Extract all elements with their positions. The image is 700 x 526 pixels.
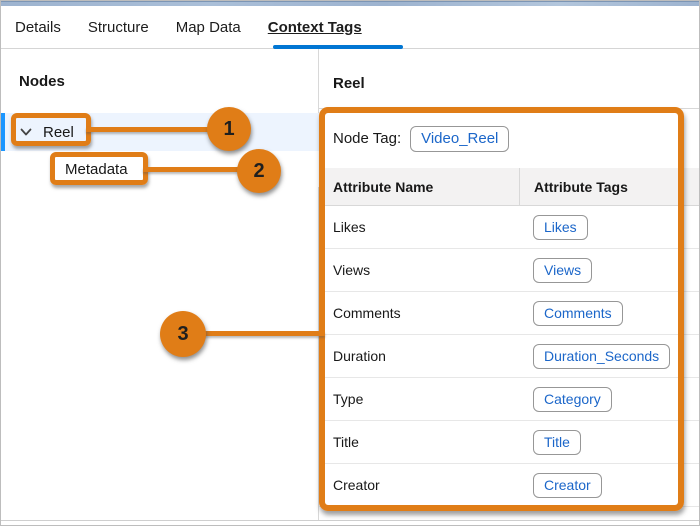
attribute-name-cell: Views [333,262,371,278]
attribute-tag-pill[interactable]: Comments [533,300,623,326]
tree-node-reel[interactable]: Reel [1,113,319,151]
tab-context-tags[interactable]: Context Tags [267,18,362,36]
tab-bar: Details Structure Map Data Context Tags [1,6,699,49]
attribute-name-cell: Comments [333,305,401,321]
attribute-name-cell: Duration [333,348,386,364]
table-row: Creator Creator [319,464,699,507]
attribute-name-cell: Creator [333,477,380,493]
tab-structure[interactable]: Structure [87,18,149,36]
column-header-attribute-name: Attribute Name [333,178,434,195]
selected-row-indicator [1,113,5,151]
table-row: Views Views [319,249,699,292]
tab-map-data[interactable]: Map Data [175,18,241,36]
node-detail-title: Reel [333,75,365,92]
chevron-down-icon[interactable] [19,125,33,139]
node-detail-panel: Reel Node Tag: Video_Reel Attribute Name… [319,49,699,520]
column-header-attribute-tags: Attribute Tags [519,168,699,205]
nodes-panel-title: Nodes [19,73,65,90]
table-row: Title Title [319,421,699,464]
attribute-tag-pill[interactable]: Duration_Seconds [533,343,671,369]
attribute-tag-pill[interactable]: Title [533,429,581,455]
tree-node-metadata[interactable]: Metadata [1,151,319,187]
node-tag-row: Node Tag: Video_Reel [319,109,699,168]
table-row: Likes Likes [319,206,699,249]
attribute-tag-pill[interactable]: Likes [533,214,588,240]
table-header-row: Attribute Name Attribute Tags [319,168,699,206]
table-row: Comments Comments [319,292,699,335]
attribute-name-cell: Type [333,391,364,407]
table-row: Type Category [319,378,699,421]
tab-details[interactable]: Details [15,18,61,36]
tree-node-label: Metadata [65,160,128,178]
table-row: Duration Duration_Seconds [319,335,699,378]
node-tag-pill[interactable]: Video_Reel [410,125,510,152]
content-area: Nodes Reel Metadata Reel Node Tag: Video… [1,49,699,521]
node-tag-label: Node Tag: [333,130,402,147]
attribute-tag-pill[interactable]: Creator [533,472,602,498]
attribute-name-cell: Likes [333,219,366,235]
tree-node-label: Reel [43,123,74,141]
attribute-tag-pill[interactable]: Views [533,257,593,283]
attributes-table: Attribute Name Attribute Tags Likes Like… [319,168,699,507]
window-top-strip [1,1,699,6]
attribute-name-cell: Title [333,434,359,450]
active-tab-underline [273,45,403,49]
nodes-panel: Nodes Reel Metadata [1,49,319,520]
attribute-tag-pill[interactable]: Category [533,386,612,412]
